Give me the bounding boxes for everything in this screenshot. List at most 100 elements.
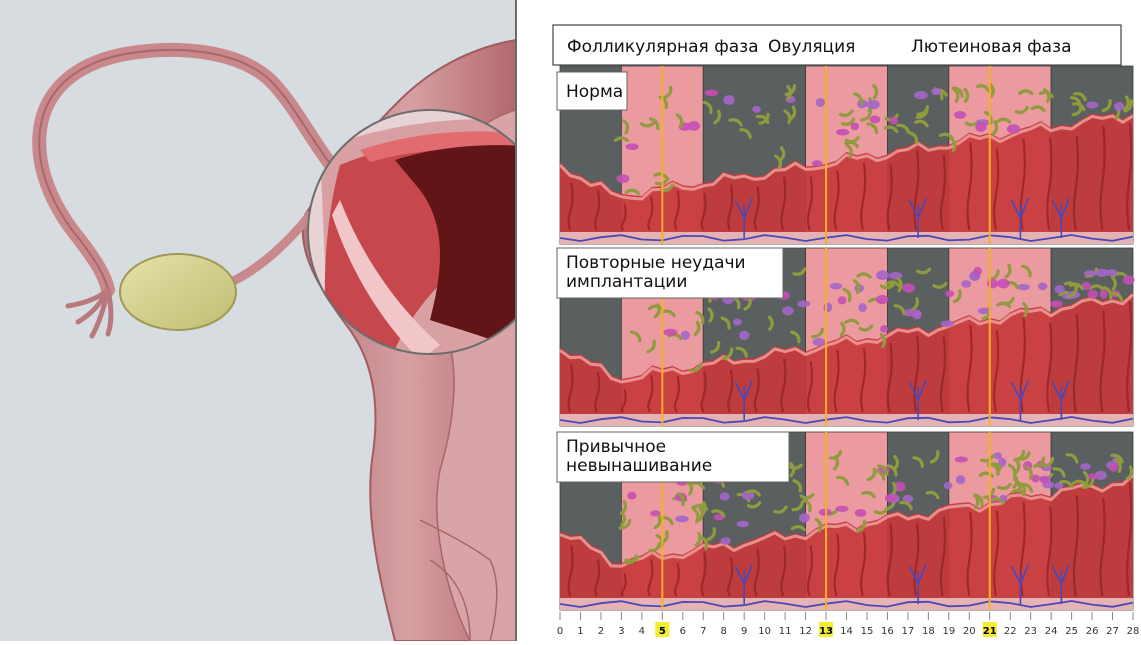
immune-cell: [975, 122, 986, 132]
immune-cell: [1088, 290, 1098, 299]
immune-cell: [914, 91, 928, 99]
immune-cell: [752, 106, 761, 113]
immune-cell: [876, 295, 889, 304]
immune-cell: [867, 100, 880, 110]
immune-cell: [931, 88, 941, 95]
immune-cell: [705, 90, 719, 96]
day-label: 22: [1004, 626, 1017, 637]
cycle-row-norm: Норма: [557, 66, 1133, 244]
immune-cell: [737, 521, 749, 527]
immune-cell: [1123, 275, 1134, 284]
row-label-text: имплантации: [566, 272, 687, 292]
immune-cell: [880, 325, 888, 333]
cycle-row-rif: Повторные неудачиимплантации: [557, 248, 1134, 426]
immune-cell: [739, 331, 749, 340]
row-label-text: невынашивание: [566, 456, 712, 476]
day-label: 11: [779, 626, 792, 637]
immune-cell: [912, 310, 921, 320]
immune-cell: [1105, 269, 1117, 276]
immune-cell: [870, 116, 881, 124]
immune-cell: [816, 98, 825, 107]
day-label: 15: [861, 626, 874, 637]
row-label-rif: Повторные неудачиимплантации: [557, 248, 783, 298]
day-label: 0: [557, 626, 563, 637]
immune-cell: [616, 174, 629, 183]
day-label: 27: [1106, 626, 1119, 637]
day-label: 24: [1045, 626, 1058, 637]
immune-cell: [1080, 463, 1090, 470]
immune-cell: [885, 494, 896, 502]
immune-cell: [823, 302, 832, 312]
phase-luteal-label: Лютеиновая фаза: [911, 37, 1072, 57]
immune-cell: [723, 95, 735, 105]
day-label: 8: [721, 626, 727, 637]
day-label: 6: [680, 626, 686, 637]
day-label: 20: [963, 626, 976, 637]
immune-cell: [876, 270, 889, 280]
immune-cell: [987, 279, 998, 289]
row-label-text: Привычное: [566, 437, 666, 457]
immune-cell: [1017, 284, 1030, 290]
immune-cell: [1040, 476, 1048, 483]
day-label: 5: [659, 626, 666, 637]
endometrium-cycle-panel: Фолликулярная фаза Овуляция Лютеиновая ф…: [517, 0, 1141, 641]
immune-cell: [1038, 282, 1048, 290]
immune-cell: [1114, 102, 1124, 111]
immune-cell: [720, 537, 731, 544]
immune-cell: [961, 280, 971, 288]
day-label: 16: [881, 626, 894, 637]
immune-cell: [850, 123, 859, 131]
immune-cell: [945, 290, 954, 297]
day-label: 9: [741, 626, 747, 637]
day-label: 26: [1086, 626, 1099, 637]
phase-ovulation-label: Овуляция: [768, 37, 855, 57]
immune-cell: [838, 296, 847, 304]
phase-follicular-label: Фолликулярная фаза: [567, 37, 759, 57]
day-label: 14: [840, 626, 853, 637]
day-label: 21: [983, 626, 997, 637]
row-label-rpl: Привычноеневынашивание: [557, 432, 789, 482]
day-label: 7: [700, 626, 706, 637]
immune-cell: [1086, 101, 1098, 108]
row-label-norm: Норма: [557, 72, 627, 110]
ovary: [120, 254, 236, 330]
day-label: 13: [819, 626, 833, 637]
immune-cell: [902, 283, 915, 292]
immune-cell: [626, 143, 639, 150]
immune-cell: [1084, 270, 1096, 276]
immune-cell: [836, 129, 849, 136]
immune-cell: [782, 306, 793, 315]
immune-cell: [681, 331, 690, 340]
immune-cell: [889, 272, 903, 280]
immune-cell: [855, 509, 867, 517]
day-label: 4: [639, 626, 645, 637]
immune-cell: [836, 506, 849, 512]
immune-cell: [797, 300, 810, 307]
immune-cell: [1007, 124, 1021, 133]
row-label-text: Повторные неудачи: [566, 253, 746, 273]
immune-cell: [720, 492, 730, 500]
immune-cell: [858, 303, 867, 312]
immune-cell: [890, 117, 899, 124]
immune-cell: [830, 283, 842, 290]
immune-cell: [688, 121, 701, 131]
immune-cell: [944, 482, 953, 489]
day-label: 12: [799, 626, 812, 637]
immune-cell: [993, 452, 1002, 459]
immune-cell: [799, 513, 810, 522]
immune-cell: [974, 267, 982, 276]
day-label: 10: [758, 626, 771, 637]
day-label: 1: [577, 626, 583, 637]
immune-cell: [812, 160, 822, 166]
immune-cell: [978, 308, 990, 315]
immune-cell: [663, 329, 677, 336]
immune-cell: [1050, 301, 1063, 308]
cycle-rows: НормаПовторные неудачиимплантацииПривычн…: [557, 66, 1134, 610]
immune-cell: [675, 516, 689, 523]
day-label: 28: [1127, 626, 1140, 637]
cycle-row-rpl: Привычноеневынашивание: [557, 432, 1133, 610]
immune-cell: [1088, 473, 1099, 479]
day-label: 18: [922, 626, 935, 637]
